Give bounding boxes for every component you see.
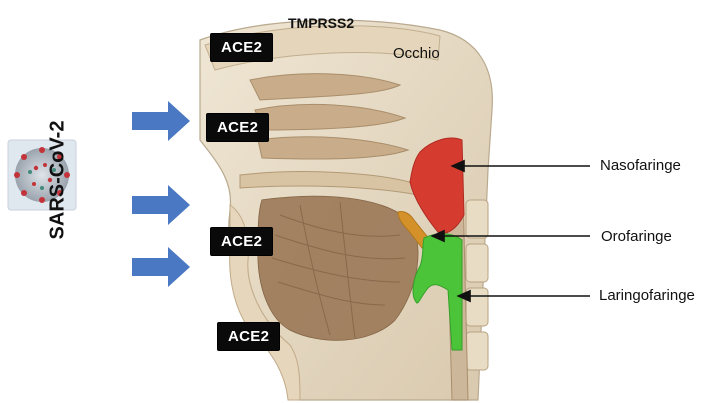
entry-arrow-lower (132, 247, 190, 287)
oropharynx-label: Orofaringe (601, 228, 672, 245)
ace2-top-badge: ACE2 (210, 33, 273, 62)
entry-arrows (132, 101, 190, 287)
tmprss2-label: TMPRSS2 (288, 15, 354, 31)
entry-arrow-upper (132, 101, 190, 141)
eye-label: Occhio (393, 45, 440, 62)
ace2-nasal-badge: ACE2 (206, 113, 269, 142)
entry-arrow-middle (132, 185, 190, 225)
ace2-oral-badge: ACE2 (210, 227, 273, 256)
ace2-bottom-badge: ACE2 (217, 322, 280, 351)
virus-label: SARS-CoV-2 (47, 121, 70, 240)
laryngopharynx-label: Laringofaringe (599, 287, 695, 304)
nasopharynx-label: Nasofaringe (600, 157, 681, 174)
